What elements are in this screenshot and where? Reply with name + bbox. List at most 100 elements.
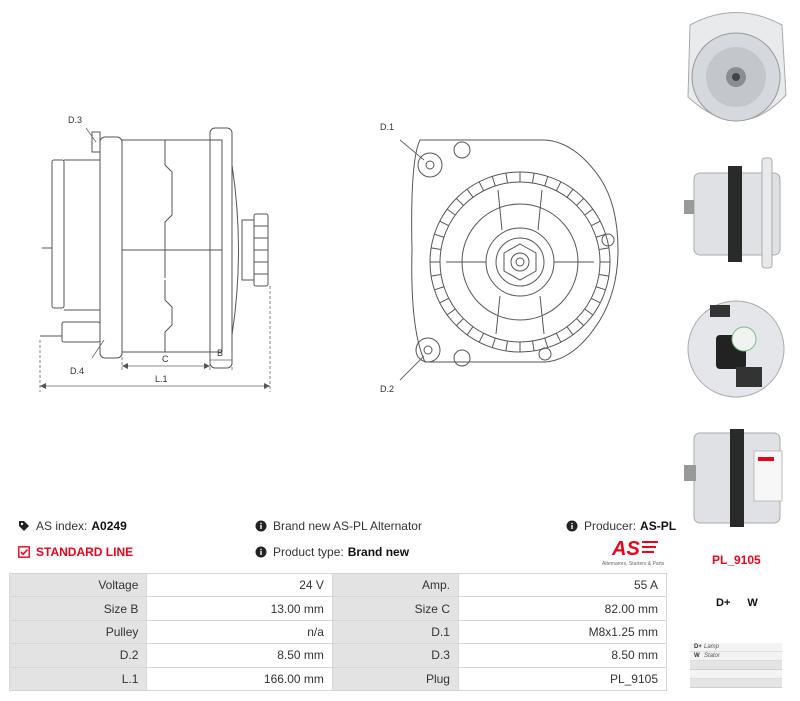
fin [434,286,445,291]
product-photo-rear[interactable] [680,287,792,417]
terminal-header: D+ W [716,597,758,609]
brand-row: Brand new AS-PL Alternator [255,519,422,533]
fin [439,220,449,227]
fin [446,208,456,216]
spec-value: PL_9105 [457,666,668,691]
producer-label: Producer: [584,519,637,533]
product-photo-label[interactable] [680,425,792,530]
legend-empty-row [690,670,782,679]
legend-row: D+ Lamp [690,643,782,652]
info-icon [255,546,267,558]
fin [566,188,574,198]
fin [555,333,562,343]
tag-icon [19,521,29,531]
legend-desc: Stator [704,653,721,659]
label-d4: D.4 [70,366,84,376]
spec-value: 8.50 mm [457,643,668,668]
fin [466,326,474,336]
as-index-value: A0249 [91,519,127,533]
label-b: B [217,348,223,358]
side-view [40,127,269,369]
product-type-label: Product type: [273,545,344,559]
fin [576,318,584,326]
spec-label: Size C [331,596,459,621]
label-l1: L.1 [155,374,168,384]
as-index-row: AS index: A0249 [18,519,127,533]
legend-pin: D+ [694,644,702,650]
producer-row: Producer: AS-PL [566,519,676,533]
fin [555,181,562,191]
product-photo-front[interactable] [680,5,792,135]
cooling-fins [430,172,610,352]
fin [532,340,535,351]
label-d2: D.2 [380,384,394,394]
label-d1: D.1 [380,122,394,132]
logo-tagline: Alternators, Starters & Parts [602,561,665,567]
spec-value: 82.00 mm [457,596,668,621]
spec-label: D.2 [8,643,148,668]
fin [544,337,549,348]
fin [591,220,601,227]
dimension-lines [39,127,271,392]
oe-code[interactable]: PL_9105 [712,553,761,567]
fin [431,247,442,250]
fin [505,340,508,351]
fin [598,247,609,250]
fin [598,274,609,277]
spec-label: D.3 [331,643,459,668]
fin [532,173,535,184]
spec-value: M8x1.25 mm [457,619,668,645]
fin [544,176,549,187]
front-view [399,139,619,381]
spec-value: 24 V [146,572,333,598]
brand-text: Brand new AS-PL Alternator [273,519,422,533]
fin [595,233,606,238]
fin [576,198,584,206]
fin [491,337,496,348]
fin [505,173,508,184]
fin [491,176,496,187]
spec-label: Size B [8,596,148,621]
label-c: C [162,354,169,364]
technical-drawing: D.3 D.4 C B L.1 D.1 D.2 [39,115,619,394]
logo-mark: AS [611,538,640,560]
standard-line-label: STANDARD LINE [36,545,134,559]
legend-row: W Stator [690,652,782,661]
fin [456,318,464,326]
producer-value: AS-PL [640,519,677,533]
spec-label: D.1 [331,619,459,645]
spec-value: 55 A [457,572,668,598]
fin [566,326,574,336]
spec-value: 166.00 mm [146,666,333,691]
spec-label: Pulley [8,619,148,645]
spec-label: Plug [331,666,459,691]
product-photo-side[interactable] [680,148,792,278]
spec-value: 13.00 mm [146,596,333,621]
spec-label: Amp. [331,572,459,598]
legend-empty-row [690,661,782,670]
spec-value: 8.50 mm [146,643,333,668]
info-icon [566,520,578,532]
fin [434,233,445,238]
legend-empty-row [690,679,782,688]
legend-desc: Lamp [704,644,720,650]
fin [456,198,464,206]
product-type-value: Brand new [347,545,410,559]
legend-pin: W [694,653,700,659]
fin [446,308,456,316]
label-d3: D.3 [68,115,82,125]
fin [478,333,485,343]
spec-label: Voltage [8,572,148,598]
fin [466,188,474,198]
standard-line-row: STANDARD LINE [18,545,133,559]
fin [591,297,601,304]
as-index-label: AS index: [36,519,88,533]
as-pl-logo: AS Alternators, Starters & Parts [602,538,665,567]
fin [478,181,485,191]
